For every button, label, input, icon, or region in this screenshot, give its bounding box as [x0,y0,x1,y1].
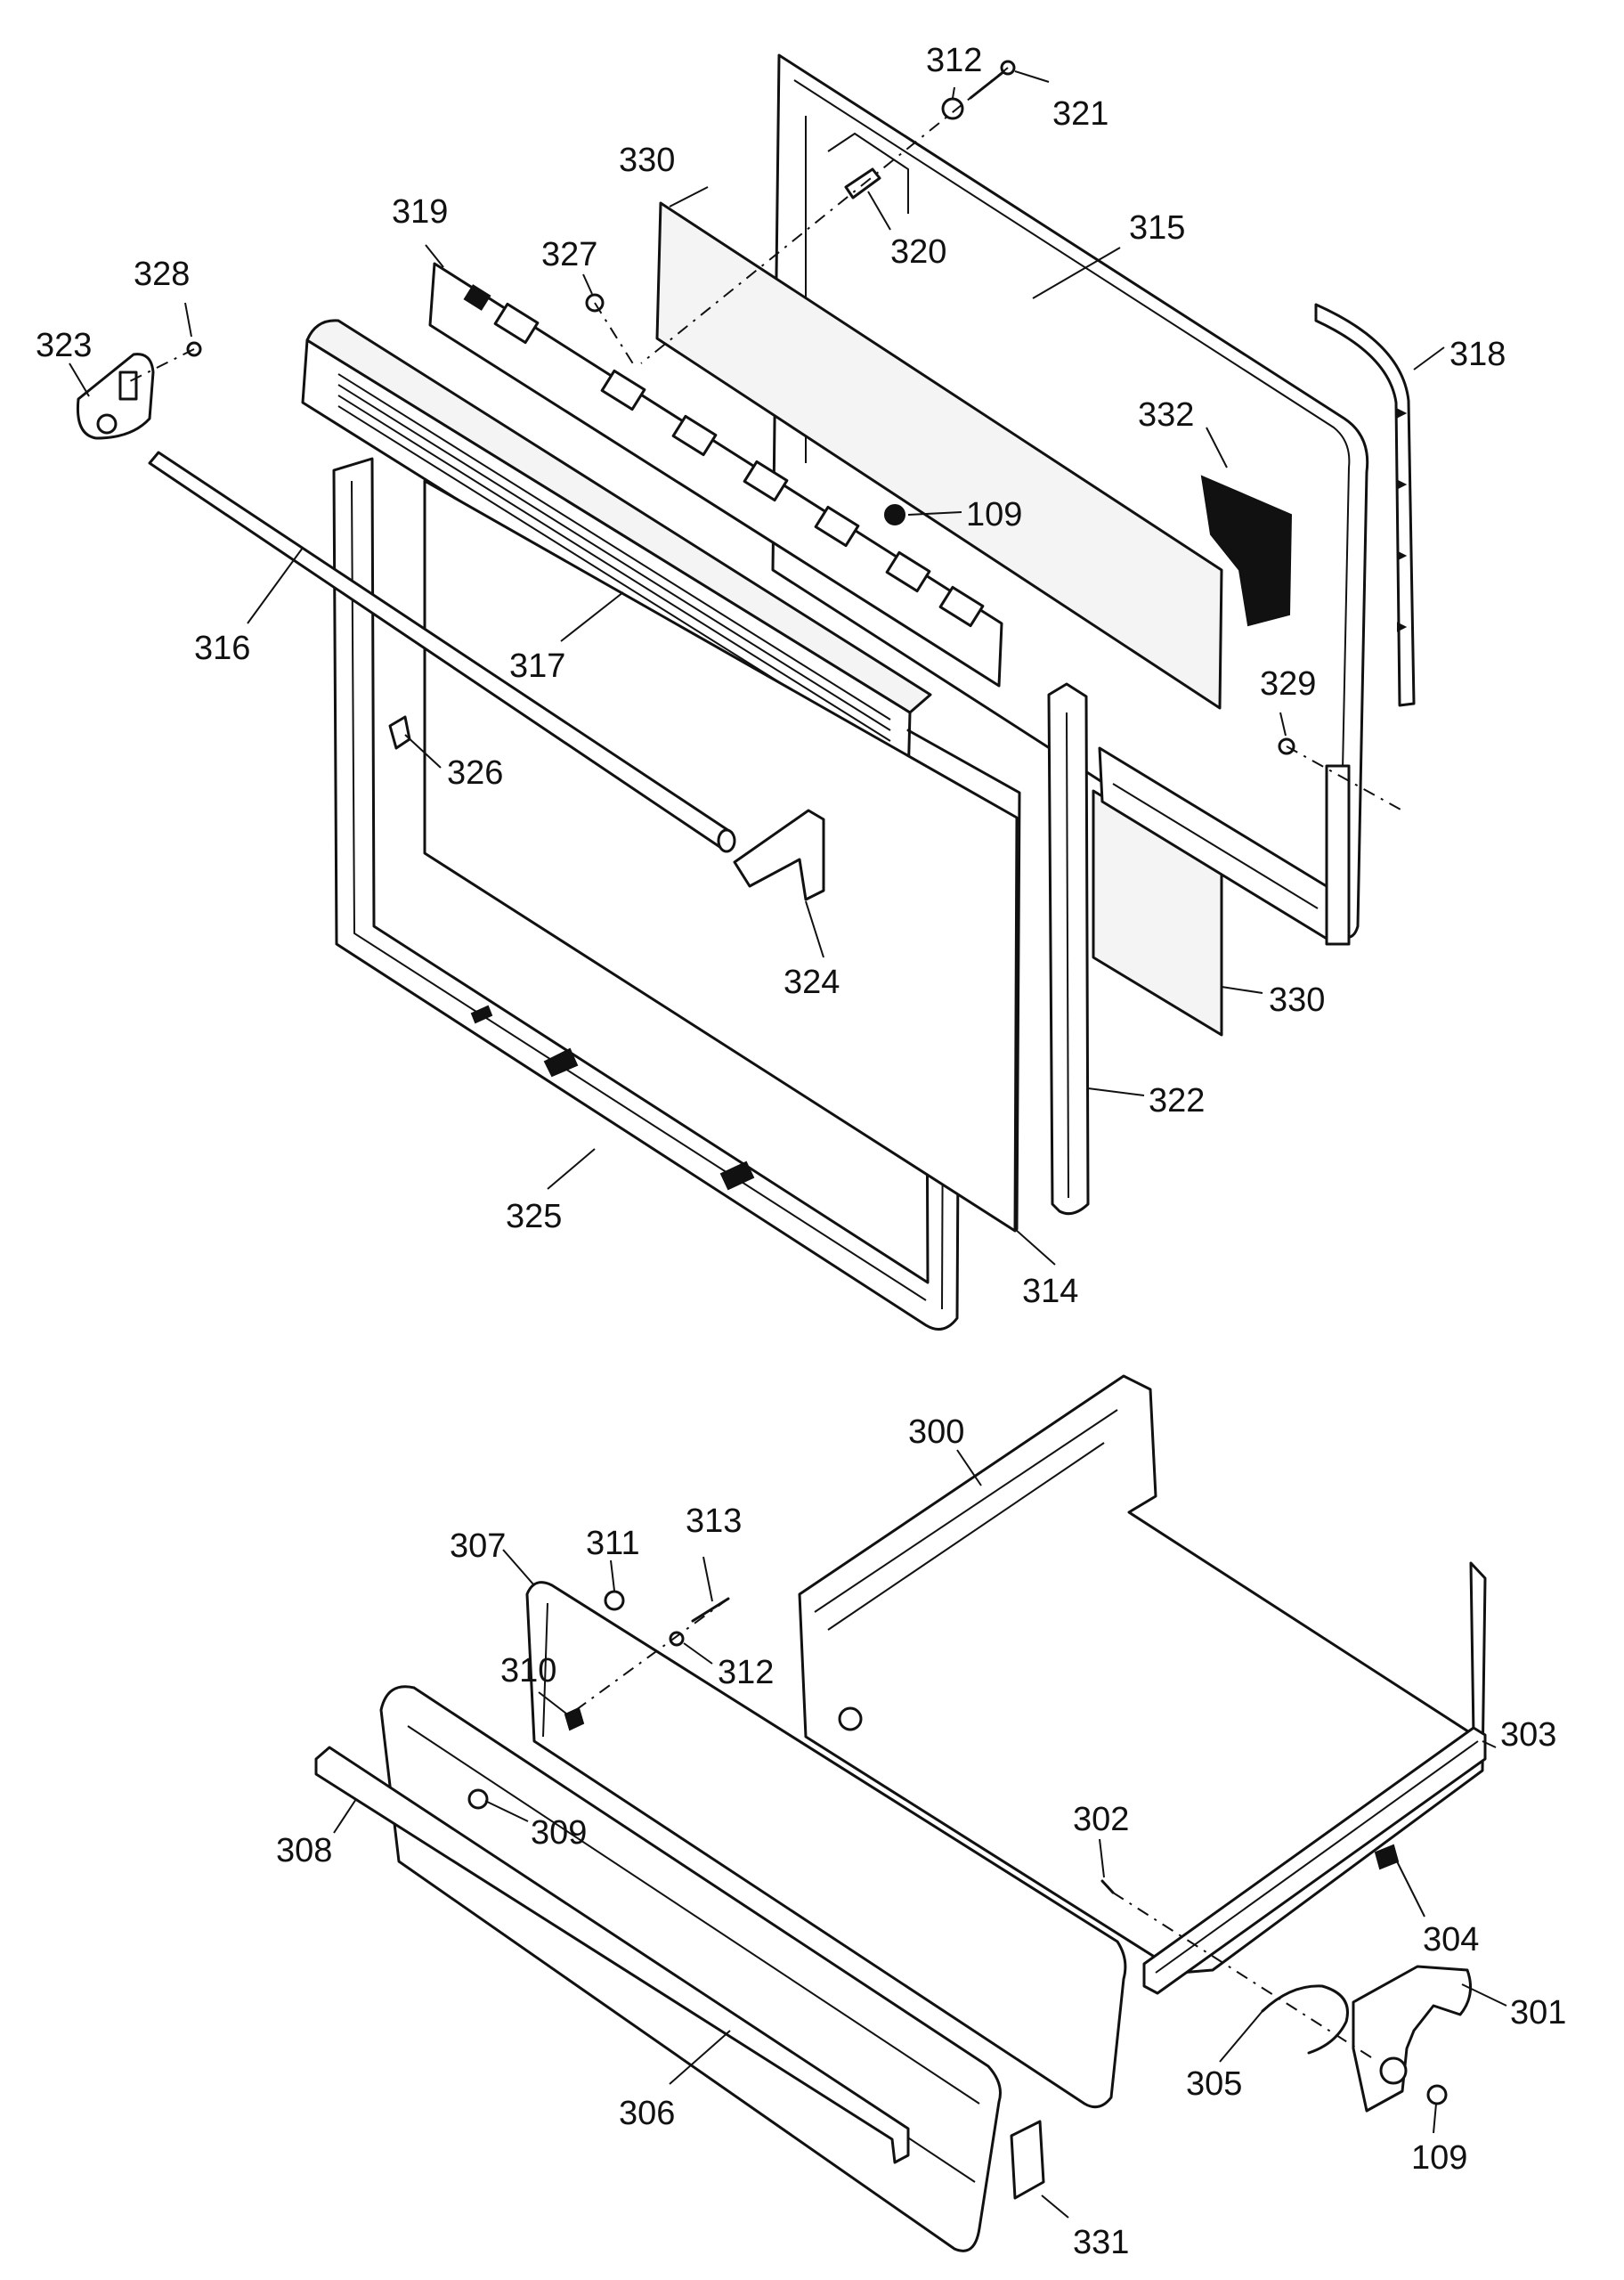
callout-312-top: 312 [926,42,982,79]
callout-318: 318 [1449,336,1506,373]
callout-309: 309 [531,1814,587,1852]
hinge-bracket [1098,746,1351,946]
callout-305: 305 [1186,2065,1242,2103]
latch-bracket-323 [76,353,155,440]
glass-panel-330-upper [655,201,1223,710]
callout-330-lower: 330 [1269,981,1325,1019]
callout-301: 301 [1510,1994,1566,2032]
callout-320: 320 [890,233,946,271]
callout-323: 323 [36,327,92,364]
bracket-331 [1010,2120,1045,2200]
callout-317: 317 [509,647,565,685]
hinge-bracket-301 [1352,1965,1473,2113]
pin-302 [1100,1879,1115,1894]
callout-315: 315 [1129,209,1185,247]
nut-311 [604,1590,625,1611]
leader-lines [69,70,1507,2219]
callout-316: 316 [194,630,250,667]
inner-glass-314 [423,479,1021,1233]
callout-328: 328 [134,256,190,293]
drawer-rail-303 [1142,1726,1487,1995]
drawer-back-panel-307 [525,1581,1127,2109]
callout-300: 300 [908,1413,964,1451]
callout-330-upper: 330 [619,142,675,179]
callout-322: 322 [1149,1082,1205,1120]
callout-329: 329 [1260,665,1316,703]
callout-109-bottom: 109 [1411,2139,1467,2177]
latch-324 [733,809,825,901]
callout-313: 313 [686,1502,742,1540]
vent-bracket-319 [428,262,1003,688]
callout-303: 303 [1500,1716,1556,1754]
clip-310 [564,1706,585,1731]
callout-319: 319 [392,193,448,231]
callout-332: 332 [1138,396,1194,434]
washer-312-lower [669,1631,685,1647]
side-channel-322 [1047,682,1090,1216]
callout-327: 327 [541,236,597,273]
callout-310: 310 [500,1652,556,1690]
washer-309 [467,1788,489,1810]
callout-312-lower: 312 [718,1654,774,1691]
rod-316 [148,451,736,853]
nut-109-top [884,504,905,525]
nut-312-top [941,97,964,120]
callout-306: 306 [619,2095,675,2132]
callout-311: 311 [586,1525,640,1562]
clip-304 [1374,1844,1400,1870]
callout-314: 314 [1022,1273,1078,1310]
callout-326: 326 [447,754,503,792]
callout-321: 321 [1052,95,1108,133]
gasket-318 [1314,303,1416,707]
drawer-handle-308 [314,1746,910,2164]
callout-304: 304 [1423,1921,1479,1958]
nut-109-bottom [1426,2084,1448,2105]
callout-307: 307 [450,1527,506,1565]
callout-302: 302 [1073,1801,1129,1838]
callout-308: 308 [276,1832,332,1869]
callout-331: 331 [1073,2224,1129,2261]
callout-109-top: 109 [966,496,1022,533]
callout-324: 324 [784,964,840,1001]
callout-325: 325 [506,1198,562,1235]
insulation-332 [1200,475,1293,627]
clip-326 [388,715,411,750]
spring-clip-305 [1261,1984,1349,2055]
